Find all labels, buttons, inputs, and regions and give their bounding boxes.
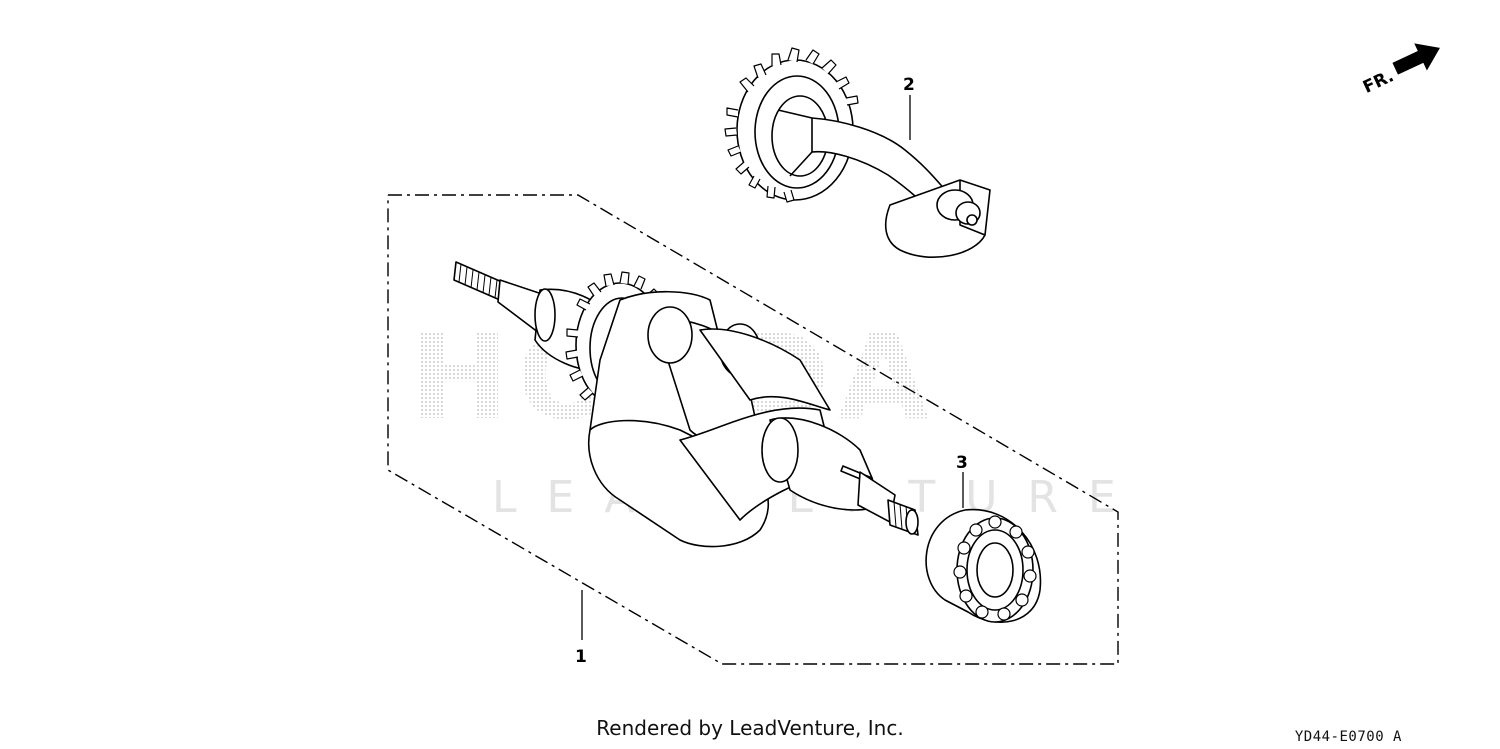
callout-3: 3 <box>956 453 968 473</box>
render-credit: Rendered by LeadVenture, Inc. <box>596 716 904 740</box>
assembly-outline <box>387 194 1119 665</box>
front-arrow-icon <box>1392 43 1440 75</box>
crankshaft-part <box>453 261 919 548</box>
ball-bearing-part <box>925 508 1042 623</box>
front-direction-indicator: FR. <box>1360 43 1440 98</box>
callout-2: 2 <box>903 75 915 95</box>
front-direction-label: FR. <box>1360 66 1397 97</box>
callout-leaders <box>581 95 964 640</box>
callout-1: 1 <box>575 647 587 667</box>
balancer-shaft-part <box>724 47 991 258</box>
diagram-code: YD44-E0700 A <box>1294 729 1402 745</box>
